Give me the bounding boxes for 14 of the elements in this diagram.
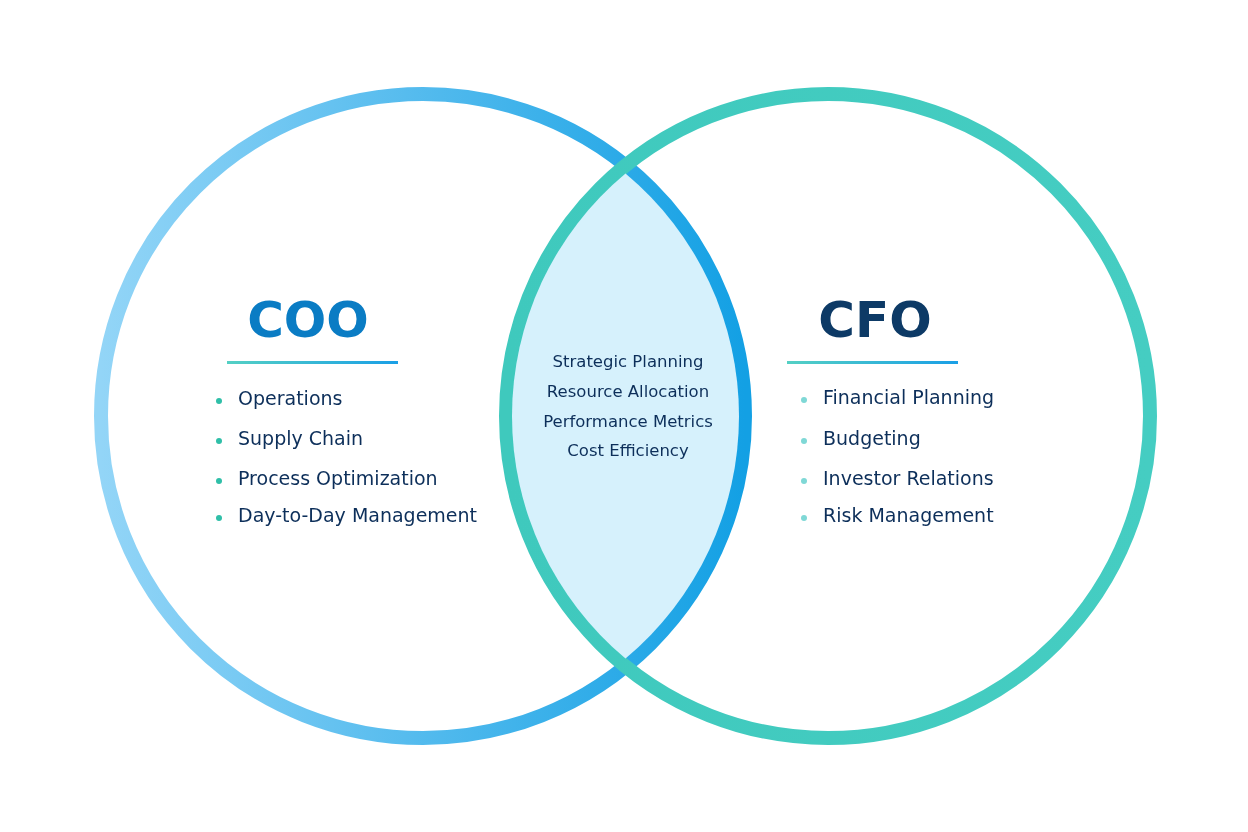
bullet-item: Financial Planning [823, 386, 995, 409]
bullet-item: Operations [238, 387, 343, 410]
shared-item: Cost Efficiency [567, 441, 689, 461]
shared-item: Strategic Planning [552, 352, 704, 372]
shared-item: Resource Allocation [546, 382, 710, 402]
circle-heading: CFO [818, 290, 932, 350]
circle-heading: COO [247, 290, 369, 350]
bullet-item: Risk Management [823, 504, 994, 527]
bullet-item: Supply Chain [238, 427, 364, 450]
bullet-item: Day-to-Day Management [238, 504, 478, 527]
bullet-item: Budgeting [823, 427, 921, 450]
shared-item: Performance Metrics [543, 412, 713, 432]
bullet-item: Process Optimization [238, 467, 438, 490]
bullet-item: Investor Relations [823, 467, 994, 490]
